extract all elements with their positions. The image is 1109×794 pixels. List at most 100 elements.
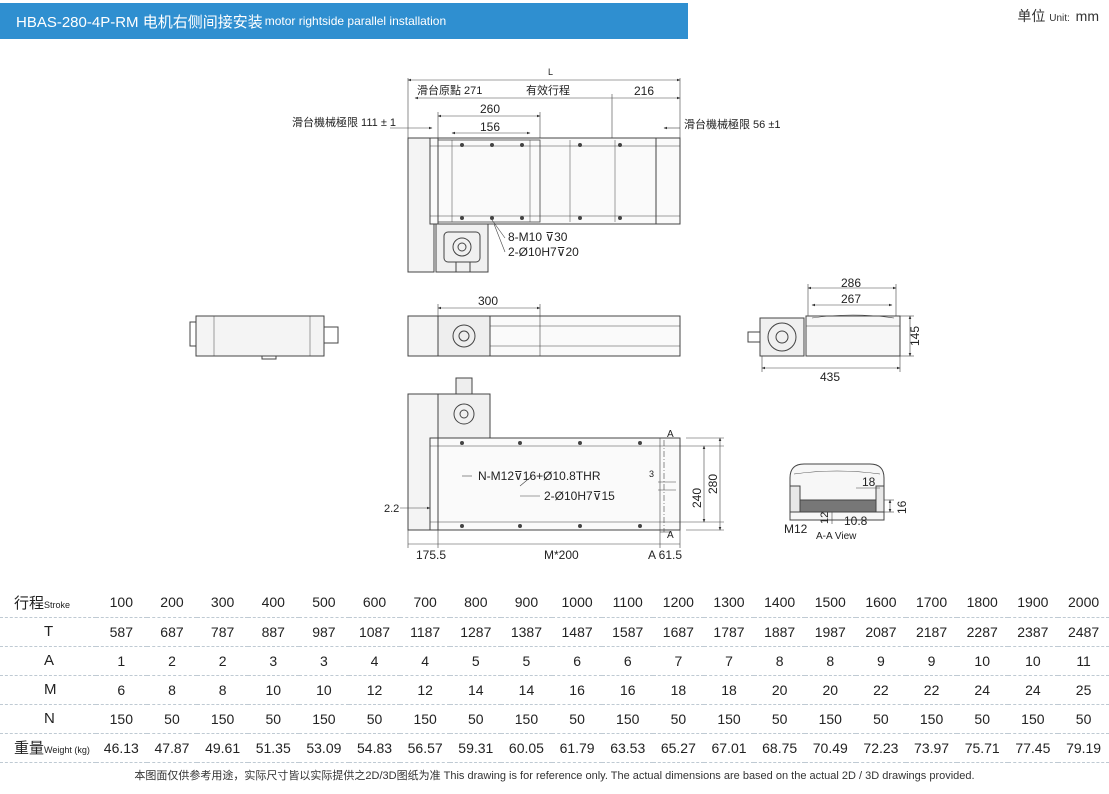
table-cell: 150 (1007, 704, 1059, 734)
table-cell: 9 (906, 646, 957, 676)
table-cell: 900 (501, 588, 552, 618)
dim-L: L (548, 67, 553, 77)
bottom-view (400, 377, 724, 548)
table-cell: 1200 (653, 588, 704, 618)
table-cell: 2487 (1058, 617, 1109, 647)
dim-2-2: 2.2 (384, 503, 399, 515)
dim-286: 286 (841, 276, 861, 290)
table-cell: 200 (146, 588, 198, 618)
table-cell: 1100 (602, 588, 654, 618)
left-side-view (189, 315, 339, 360)
dim-10-8: 10.8 (844, 514, 868, 528)
table-cell: 150 (906, 704, 957, 734)
table-cell: 1600 (855, 588, 907, 618)
unit-en: Unit: (1049, 13, 1070, 24)
table-cell: 67.01 (703, 733, 755, 763)
table-cell: 8 (197, 675, 248, 705)
table-cell: 1 (96, 646, 147, 676)
table-cell: 8 (754, 646, 805, 676)
table-cell: 4 (399, 646, 451, 676)
table-cell: 10 (956, 646, 1008, 676)
table-cell: 14 (450, 675, 502, 705)
table-cell: 150 (197, 704, 248, 734)
table-cell: 800 (450, 588, 502, 618)
table-cell: 6 (602, 646, 654, 676)
table-cell: 1387 (501, 617, 552, 647)
row-label-en: Weight (kg) (44, 745, 90, 755)
row-label: A (0, 646, 96, 676)
table-cell: 1000 (551, 588, 603, 618)
table-cell: 9 (855, 646, 907, 676)
hole-spec-1: 8-M10 ⊽30 (508, 230, 568, 244)
dim-240: 240 (690, 488, 704, 508)
table-cell: 16 (602, 675, 654, 705)
front-view (407, 304, 681, 357)
table-cell: 300 (197, 588, 248, 618)
table-cell: 1700 (906, 588, 957, 618)
table-cell: 1500 (804, 588, 856, 618)
table-cell: 6 (96, 675, 147, 705)
table-cell: 3 (298, 646, 350, 676)
table-cell: 10 (298, 675, 350, 705)
table-cell: 22 (906, 675, 957, 705)
page-subtitle: motor rightside parallel installation (264, 14, 447, 28)
dim-a615: A 61.5 (648, 548, 682, 562)
table-cell: 5 (501, 646, 552, 676)
table-cell: 50 (450, 704, 502, 734)
table-cell: 2087 (855, 617, 907, 647)
table-cell: 8 (804, 646, 856, 676)
label-a-top: A (667, 429, 674, 440)
dim-175-5: 175.5 (416, 548, 446, 562)
table-cell: 150 (399, 704, 451, 734)
table-cell: 1487 (551, 617, 603, 647)
table-cell: 1300 (703, 588, 755, 618)
table-cell: 787 (197, 617, 248, 647)
hole-spec-2: 2-Ø10H7⊽20 (508, 245, 579, 259)
title-bar: HBAS-280-4P-RM 电机右侧间接安装 motor rightside … (0, 3, 688, 39)
table-cell: 11 (1058, 646, 1109, 676)
table-cell: 587 (96, 617, 147, 647)
label-a-bottom: A (667, 530, 674, 541)
end-view (747, 284, 914, 372)
table-cell: 150 (96, 704, 147, 734)
table-cell: 68.75 (754, 733, 805, 763)
dim-3: 3 (649, 469, 654, 479)
dim-18: 18 (862, 475, 876, 489)
table-cell: 50 (247, 704, 299, 734)
table-cell: 2 (146, 646, 198, 676)
table-cell: 1787 (703, 617, 755, 647)
table-cell: 1187 (399, 617, 451, 647)
row-label: 行程Stroke (0, 588, 96, 618)
table-cell: 50 (349, 704, 400, 734)
table-cell: 2387 (1007, 617, 1059, 647)
dim-216: 216 (634, 84, 654, 98)
table-cell: 2000 (1058, 588, 1109, 618)
dim-16: 16 (895, 500, 909, 514)
limit-left: 滑台機械極限 111 ± 1 (292, 115, 396, 129)
dim-280: 280 (706, 474, 720, 494)
table-cell: 687 (146, 617, 198, 647)
table-cell: 20 (804, 675, 856, 705)
dim-origin: 滑台原點 271 (417, 83, 482, 97)
table-cell: 700 (399, 588, 451, 618)
table-cell: 53.09 (298, 733, 350, 763)
table-cell: 79.19 (1058, 733, 1109, 763)
table-cell: 400 (247, 588, 299, 618)
table-cell: 16 (551, 675, 603, 705)
table-cell: 72.23 (855, 733, 907, 763)
table-cell: 1687 (653, 617, 704, 647)
table-cell: 22 (855, 675, 907, 705)
table-cell: 47.87 (146, 733, 198, 763)
dim-156: 156 (480, 120, 500, 134)
table-cell: 18 (653, 675, 704, 705)
page-title: HBAS-280-4P-RM 电机右侧间接安装 (16, 13, 263, 31)
unit-cn: 单位 (1017, 8, 1046, 24)
table-cell: 150 (298, 704, 350, 734)
table-cell: 600 (349, 588, 400, 618)
table-cell: 73.97 (906, 733, 957, 763)
